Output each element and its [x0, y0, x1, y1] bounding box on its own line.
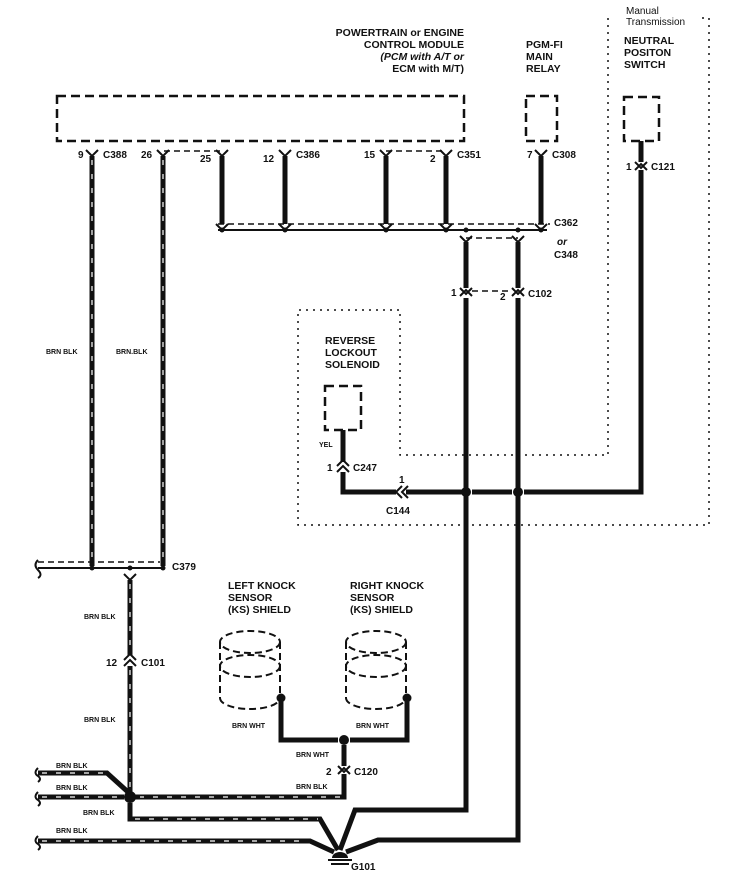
pin-1-c121: 1 [626, 162, 632, 173]
pcm-label-2: CONTROL MODULE [364, 39, 464, 51]
splice-c379: C379 [34, 559, 196, 579]
wire-label-brn-wht-right: BRN WHT [356, 723, 390, 730]
c247-pin-1: 1 [327, 463, 333, 474]
wire-c379-to-junction: 12 C101 BRN BLK BRN BLK [84, 573, 165, 792]
wire-label-yel: YEL [319, 442, 333, 449]
c144-pin-1: 1 [399, 475, 405, 486]
manual-transmission-region: Manual Transmission [297, 6, 710, 526]
left-ks-label-1: LEFT KNOCK [228, 580, 296, 592]
wire-label-harness-3: BRN BLK [83, 810, 115, 817]
connector-c386: C386 [296, 150, 320, 161]
connector-c362: C362 [554, 218, 578, 229]
splice-point-1 [461, 487, 471, 497]
connector-c101: C101 [141, 658, 165, 669]
ground-label: G101 [351, 862, 376, 873]
connector-c351: C351 [457, 150, 481, 161]
splice-point-2 [513, 487, 523, 497]
reverse-label-3: SOLENOID [325, 359, 380, 371]
connector-c247: C247 [353, 463, 377, 474]
right-ks-label-1: RIGHT KNOCK [350, 580, 424, 592]
manual-trans-label-1: Manual [626, 6, 659, 17]
c120-pin-2: 2 [326, 767, 332, 778]
pin-12: 12 [263, 154, 275, 165]
right-ks-shield: RIGHT KNOCK SENSOR (KS) SHIELD BRN WHT [345, 580, 424, 743]
pin-26: 26 [141, 150, 153, 161]
ground-icon [332, 852, 348, 858]
main-splice [124, 791, 136, 803]
manual-trans-outline [297, 17, 710, 526]
manual-trans-label-2: Transmission [626, 17, 685, 28]
pcm-component: POWERTRAIN or ENGINE CONTROL MODULE (PCM… [55, 27, 466, 143]
pgmfi-label-3: RELAY [526, 63, 561, 75]
wire-label-harness-1: BRN BLK [56, 763, 88, 770]
reverse-label-2: LOCKOUT [325, 347, 377, 359]
connector-c388: C388 [103, 150, 127, 161]
pin-2: 2 [430, 154, 436, 165]
right-ks-label-2: SENSOR [350, 592, 395, 604]
wire-label-brn-blk-1: BRN BLK [46, 349, 78, 356]
wire-label-brn-wht-left: BRN WHT [232, 723, 266, 730]
reverse-label-1: REVERSE [325, 335, 375, 347]
left-ks-label-3: (KS) SHIELD [228, 604, 291, 616]
connector-c121: C121 [651, 162, 675, 173]
c102-pin-1: 1 [451, 288, 457, 299]
wire-label-brn-blk-3: BRN BLK [84, 614, 116, 621]
neutral-position-switch: NEUTRAL POSITON SWITCH [622, 35, 675, 143]
left-ks-label-2: SENSOR [228, 592, 273, 604]
connector-c379: C379 [172, 562, 196, 573]
pcm-label-3: (PCM with A/T or [380, 51, 465, 63]
pcm-connectors: 9 C388 26 25 12 C386 15 2 C351 7 C308 1 … [78, 149, 675, 173]
pin-15: 15 [364, 150, 376, 161]
wire-label-brn-wht-joint: BRN WHT [296, 752, 330, 759]
connector-c144: C144 [386, 506, 410, 517]
c102-pin-2: 2 [500, 292, 506, 303]
ks-junction-c120: BRN WHT 2 C120 BRN BLK [135, 735, 378, 800]
c362-or: or [557, 237, 568, 248]
ground-g101: G101 [328, 852, 376, 873]
pgmfi-relay-component: PGM-FI MAIN RELAY [524, 39, 563, 143]
wire-neutral-switch [524, 141, 644, 495]
harness-wires: BRN BLK BRN BLK BRN BLK BRN BLK [34, 763, 341, 855]
left-ks-shield: LEFT KNOCK SENSOR (KS) SHIELD BRN WHT [219, 580, 338, 743]
connector-c348: C348 [554, 250, 578, 261]
ground-wires-main: 1 2 C102 [337, 235, 552, 855]
neutral-label-2: POSITON [624, 47, 671, 59]
wires-to-c362 [215, 156, 548, 232]
reverse-solenoid-box [323, 384, 363, 432]
pin-25: 25 [200, 154, 212, 165]
splice-c362: C362 or C348 [218, 218, 578, 261]
wire-label-harness-4: BRN BLK [56, 828, 88, 835]
neutral-label-3: SWITCH [624, 59, 665, 71]
pcm-label-1: POWERTRAIN or ENGINE [336, 27, 464, 39]
wire-label-brn-blk-2: BRN.BLK [116, 349, 148, 356]
pcm-box [55, 94, 466, 143]
right-ks-label-3: (KS) SHIELD [350, 604, 413, 616]
pcm-label-4: ECM with M/T) [392, 63, 464, 75]
neutral-label-1: NEUTRAL [624, 35, 675, 47]
connector-c102: C102 [528, 289, 552, 300]
connector-c120: C120 [354, 767, 378, 778]
neutral-switch-box [622, 95, 661, 143]
reverse-lockout-solenoid: REVERSE LOCKOUT SOLENOID YEL 1 C247 1 C1… [319, 335, 523, 517]
wire-label-harness-2: BRN BLK [56, 785, 88, 792]
pin-7: 7 [527, 150, 533, 161]
wire-label-brn-blk-4: BRN BLK [84, 717, 116, 724]
pin-9: 9 [78, 150, 84, 161]
pgmfi-label-2: MAIN [526, 51, 553, 63]
c101-pin-12: 12 [106, 658, 118, 669]
connector-c308: C308 [552, 150, 576, 161]
pgmfi-relay-box [524, 94, 559, 143]
wire-label-brn-blk-c120: BRN BLK [296, 784, 328, 791]
pgmfi-label-1: PGM-FI [526, 39, 563, 51]
